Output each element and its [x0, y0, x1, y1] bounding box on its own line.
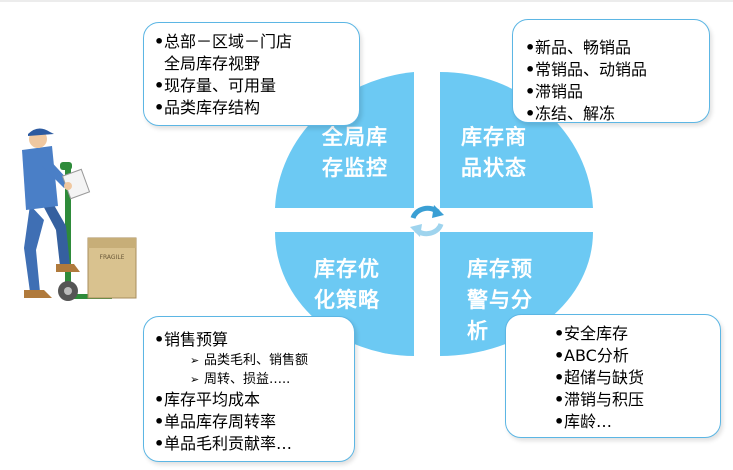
list-item: •常销品、动销品: [525, 60, 648, 79]
callout-warning-analysis: •安全库存 •ABC分析 •超储与缺货 •滞销与积压 •库龄…: [505, 314, 721, 438]
list-item: •现存量、可用量: [154, 76, 277, 95]
fragile-label: FRAGILE: [100, 254, 125, 261]
worker-illustration: FRAGILE: [22, 128, 137, 301]
quadrant-label-bottom-right: 库存预警与分析: [467, 257, 533, 343]
list-item: •新品、畅销品: [525, 38, 632, 57]
callout-global-monitoring: •总部－区域－门店 全局库存视野 •现存量、可用量 •品类库存结构: [143, 22, 360, 126]
sub-list-item: ➢品类毛利、销售额: [190, 353, 309, 368]
list-item: •冻结、解冻: [525, 104, 616, 123]
quadrant-top-left-shape: [275, 72, 414, 208]
list-item: •单品库存周转率: [154, 412, 277, 431]
quadrant-label-top-right: 库存商品状态: [461, 125, 527, 180]
list-item: •库存平均成本: [154, 390, 261, 409]
top-rule: [0, 0, 733, 2]
quadrant-shapes: [275, 71, 593, 356]
list-item: •滞销与积压: [554, 390, 645, 409]
list-item: •ABC分析: [554, 346, 629, 365]
list-item: •库龄…: [554, 412, 613, 431]
list-item: 全局库存视野: [164, 54, 261, 73]
list-item: •品类库存结构: [154, 98, 261, 117]
cycle-icon: [410, 205, 444, 237]
list-item: •超储与缺货: [554, 368, 645, 387]
list-item: •滞销品: [525, 82, 584, 101]
quadrant-label-top-left: 全局库存监控: [322, 125, 388, 180]
sub-list-item: ➢周转、损益…..: [190, 372, 291, 387]
arrow-right-icon: ➢: [190, 354, 200, 367]
quadrant-bottom-right-shape: [440, 232, 593, 356]
list-item: •总部－区域－门店: [154, 32, 293, 51]
fragile-box-icon: FRAGILE: [87, 237, 137, 299]
arrow-right-icon: ➢: [190, 373, 200, 386]
list-item: •安全库存: [554, 324, 629, 343]
callout-optimization: •销售预算 ➢品类毛利、销售额 ➢周转、损益….. •库存平均成本 •单品库存周…: [143, 316, 355, 462]
list-item: •销售预算: [154, 330, 229, 349]
list-item: •单品毛利贡献率…: [154, 434, 293, 453]
quadrant-label-bottom-left: 库存优化策略: [314, 257, 380, 312]
callout-goods-status: •新品、畅销品 •常销品、动销品 •滞销品 •冻结、解冻: [512, 19, 710, 123]
quadrant-bottom-left-shape: [275, 232, 414, 356]
quadrant-top-right-shape: [440, 71, 593, 208]
